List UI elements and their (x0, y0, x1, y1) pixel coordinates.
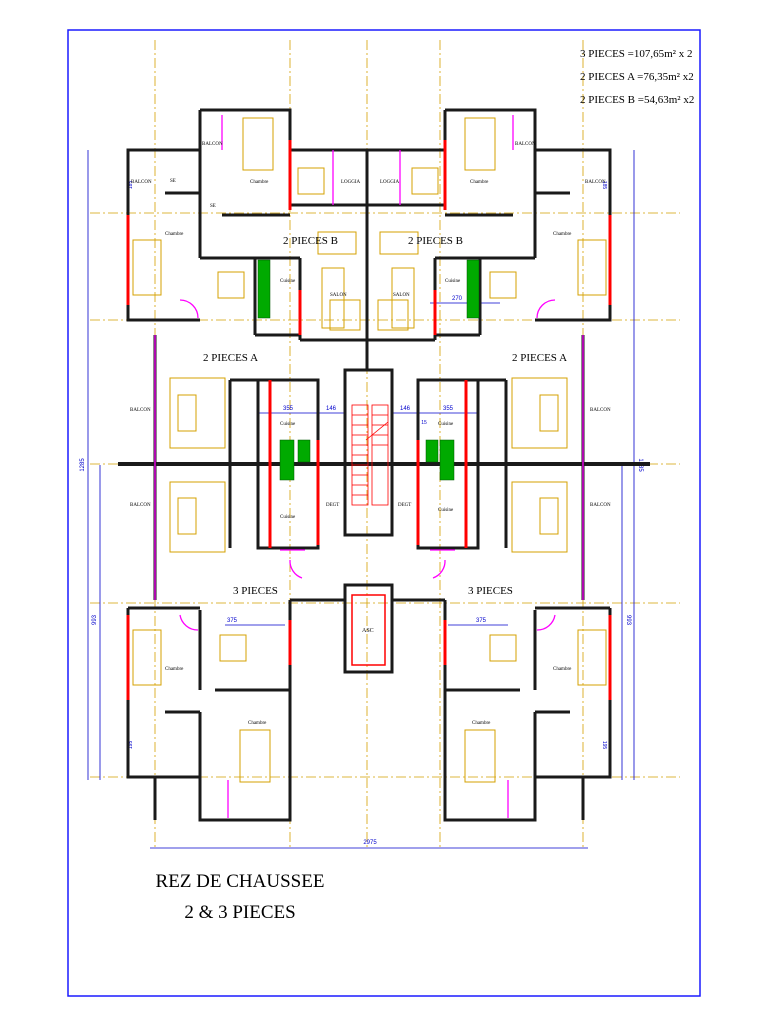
label-loggia-left: LOGGIA (341, 180, 361, 185)
unit-label-2-pieces-a-left: 2 PIECES A (203, 352, 258, 364)
unit-label-2-pieces-a-right: 2 PIECES A (512, 352, 567, 364)
dim-375-right: 375 (476, 618, 487, 624)
walls (118, 108, 650, 822)
dim-993-left: 993 (92, 614, 98, 625)
label-cuisine-a-right-lower: Cuisine (438, 508, 454, 513)
dim-195-left: 195 (128, 741, 134, 750)
label-balcon-top-right: BALCON (515, 142, 536, 147)
unit-label-3-pieces-right: 3 PIECES (468, 585, 513, 597)
label-degt-left: DEGT (326, 503, 339, 508)
label-chambre-bottom-right-inner: Chambre (472, 721, 491, 726)
label-chambre-top-right: Chambre (470, 180, 489, 185)
label-cuisine-a-left-upper: Cuisine (280, 422, 296, 427)
label-chambre-top-left: Chambre (250, 180, 269, 185)
dim-1285-left: 1285 (80, 458, 86, 472)
label-loggia-right: LOGGIA (380, 180, 400, 185)
door-lines (154, 115, 584, 818)
dim-2975: 2975 (363, 840, 377, 846)
label-balcon-mid-right-upper: BALCON (590, 408, 611, 413)
legend-line-2-pieces-a: 2 PIECES A =76,35m² x2 (580, 71, 694, 83)
label-chambre-bottom-left-inner: Chambre (248, 721, 267, 726)
dim-355-left: 355 (283, 406, 294, 412)
area-legend: 3 PIECES =107,65m² x 2 2 PIECES A =76,35… (580, 48, 694, 106)
dim-185-right: 185 (601, 181, 607, 190)
label-cuisine-b-left: Cuisine (280, 279, 296, 284)
label-se-1: SE (170, 179, 176, 184)
dim-375-left: 375 (227, 618, 238, 624)
dim-355-right: 355 (443, 406, 454, 412)
label-cuisine-a-left-lower: Cuisine (280, 515, 296, 520)
staircase (351, 404, 389, 506)
dim-270: 270 (452, 296, 463, 302)
label-balcon-mid-left-lower: BALCON (130, 503, 151, 508)
label-salon-right: SALON (393, 293, 410, 298)
label-chambre-left-upper: Chambre (165, 232, 184, 237)
legend-line-2-pieces-b: 2 PIECES B =54,63m² x2 (580, 94, 694, 106)
red-walls (126, 140, 612, 700)
label-balcon-mid-right-lower: BALCON (590, 503, 611, 508)
label-asc: ASC (362, 628, 374, 634)
furniture (132, 117, 607, 783)
label-balcon-top-left: BALCON (202, 142, 223, 147)
drawing-title: REZ DE CHAUSSEE 2 & 3 PIECES (156, 871, 325, 923)
title-line-2: 2 & 3 PIECES (184, 902, 295, 923)
unit-label-3-pieces-left: 3 PIECES (233, 585, 278, 597)
label-balcon-right-upper: BALCON (585, 180, 606, 185)
dim-15: 15 (421, 420, 427, 426)
label-balcon-left-upper: BALCON (131, 180, 152, 185)
dim-993-right: 993 (625, 615, 631, 626)
title-line-1: REZ DE CHAUSSEE (156, 871, 325, 892)
dim-195-right: 195 (601, 741, 607, 750)
label-degt-right: DEGT (398, 503, 411, 508)
unit-label-2-pieces-b-right: 2 PIECES B (408, 235, 463, 247)
label-se-2: SE (210, 204, 216, 209)
legend-line-3-pieces: 3 PIECES =107,65m² x 2 (580, 48, 692, 60)
drawing-frame (67, 29, 701, 997)
label-chambre-bottom-left-outer: Chambre (165, 667, 184, 672)
unit-label-2-pieces-b-left: 2 PIECES B (283, 235, 338, 247)
dim-185-left: 185 (128, 181, 134, 190)
dim-146-left: 146 (326, 406, 337, 412)
label-salon-left: SALON (330, 293, 347, 298)
label-balcon-mid-left-upper: BALCON (130, 408, 151, 413)
label-cuisine-b-right: Cuisine (445, 279, 461, 284)
label-chambre-bottom-right-outer: Chambre (553, 667, 572, 672)
kitchen-units (257, 259, 480, 481)
elevator-cab (351, 594, 386, 666)
label-cuisine-a-right-upper: Cuisine (438, 422, 454, 427)
dim-146-right: 146 (400, 406, 411, 412)
label-chambre-right-upper: Chambre (553, 232, 572, 237)
